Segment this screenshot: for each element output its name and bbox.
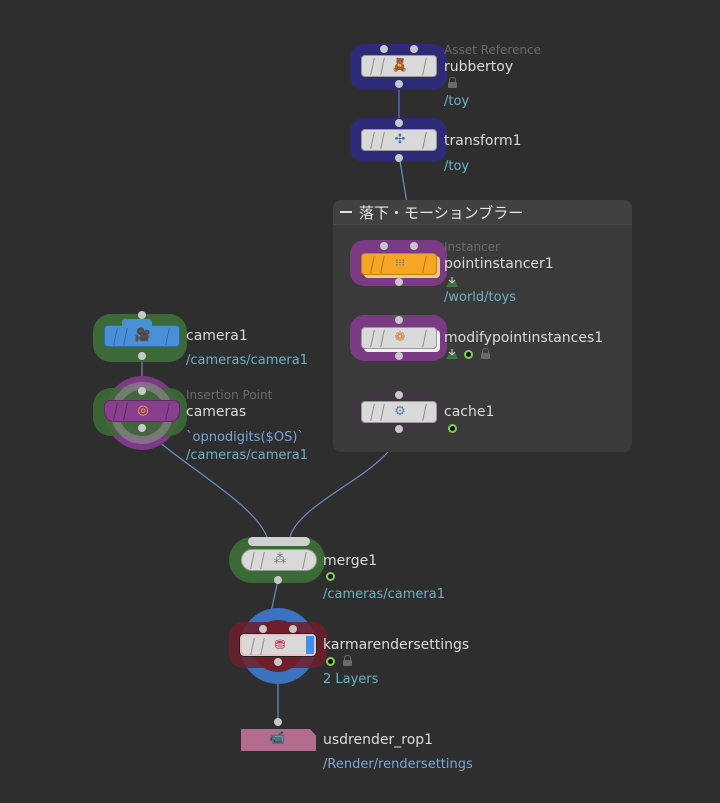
input-connector[interactable] [138, 311, 146, 319]
point-instancer-icon: ⁝⁝⁝ [395, 258, 405, 269]
node-cameras[interactable]: ◎ [104, 400, 180, 422]
input-connector[interactable] [138, 387, 146, 395]
output-connector[interactable] [395, 80, 403, 88]
node-pointinstancer1[interactable]: ⁝⁝⁝ [361, 253, 437, 275]
output-connector[interactable] [274, 576, 282, 584]
output-connector[interactable] [138, 424, 146, 432]
teddy-bear-icon: 🧸 [391, 58, 409, 73]
input-connector[interactable] [395, 316, 403, 324]
network-box-title: 落下・モーションブラー [359, 204, 524, 222]
node-name[interactable]: merge1 [323, 553, 378, 569]
node-type-label: Insertion Point [186, 388, 273, 402]
node-name[interactable]: cache1 [444, 404, 495, 420]
lock-icon [448, 77, 457, 88]
render-camera-icon: 📹 [269, 731, 286, 746]
input-connector[interactable] [395, 119, 403, 127]
node-path: /toy [444, 94, 470, 109]
node-karmarendersettings[interactable]: ⛃ [239, 633, 317, 657]
camera-node-tab [122, 319, 152, 326]
node-transform1[interactable]: ✣ [361, 129, 437, 151]
input-connector[interactable] [289, 625, 297, 633]
node-name[interactable]: transform1 [444, 133, 522, 149]
input-connector[interactable] [410, 45, 418, 53]
node-path: /cameras/camera1 [186, 448, 308, 463]
output-connector[interactable] [274, 658, 282, 666]
node-modifypointinstances1[interactable]: ❁ [361, 327, 437, 349]
node-rubbertoy[interactable]: 🧸 [361, 55, 437, 77]
input-connector[interactable] [410, 242, 418, 250]
lock-icon [481, 348, 490, 359]
time-dependent-icon [326, 657, 335, 666]
node-merge1[interactable]: ⁂ [241, 549, 317, 571]
output-connector[interactable] [138, 352, 146, 360]
node-path: /cameras/camera1 [323, 587, 445, 602]
download-icon [446, 277, 458, 287]
node-name[interactable]: camera1 [186, 328, 248, 344]
node-expression: `opnodigits($OS)` [186, 430, 304, 445]
node-type-label: Asset Reference [444, 43, 542, 57]
input-connector[interactable] [380, 45, 388, 53]
node-cache1[interactable]: ⚙ [361, 401, 437, 423]
node-path: /Render/rendersettings [323, 757, 473, 772]
insertion-point-icon: ◎ [137, 403, 149, 418]
node-name[interactable]: modifypointinstances1 [444, 330, 604, 346]
node-path: /cameras/camera1 [186, 353, 308, 368]
node-camera1[interactable]: 🎥 [104, 325, 180, 347]
transform-icon: ✣ [394, 132, 406, 147]
input-connector[interactable] [380, 242, 388, 250]
output-connector[interactable] [395, 352, 403, 360]
node-name[interactable]: pointinstancer1 [444, 256, 554, 272]
merge-input-bar[interactable] [248, 537, 310, 546]
node-path: /world/toys [444, 290, 517, 305]
lock-icon [343, 655, 352, 666]
node-usdrender_rop1[interactable]: 📹 [241, 729, 316, 751]
output-connector[interactable] [395, 154, 403, 162]
output-connector[interactable] [395, 425, 403, 433]
camera-icon: 🎥 [134, 328, 152, 343]
node-name[interactable]: rubbertoy [444, 59, 514, 75]
display-flag[interactable] [306, 636, 314, 654]
time-dependent-icon [448, 424, 457, 433]
modify-instances-icon: ❁ [394, 330, 406, 345]
input-connector[interactable] [395, 391, 403, 399]
minus-icon[interactable] [340, 211, 352, 213]
node-path: /toy [444, 159, 470, 174]
node-type-label: Instancer [444, 240, 500, 254]
gear-icon: ⚙ [394, 404, 406, 419]
node-name[interactable]: usdrender_rop1 [323, 732, 434, 748]
output-connector[interactable] [395, 278, 403, 286]
node-name[interactable]: karmarendersettings [323, 637, 470, 653]
node-name[interactable]: cameras [186, 404, 247, 420]
time-dependent-icon [326, 572, 335, 581]
download-icon [446, 349, 458, 359]
node-info: 2 Layers [323, 672, 379, 687]
time-dependent-icon [464, 350, 473, 359]
input-connector[interactable] [259, 625, 267, 633]
input-connector[interactable] [274, 718, 282, 726]
merge-icon: ⁂ [273, 552, 287, 567]
karma-icon: ⛃ [274, 638, 286, 653]
network-box-header[interactable]: 落下・モーションブラー [333, 200, 632, 225]
